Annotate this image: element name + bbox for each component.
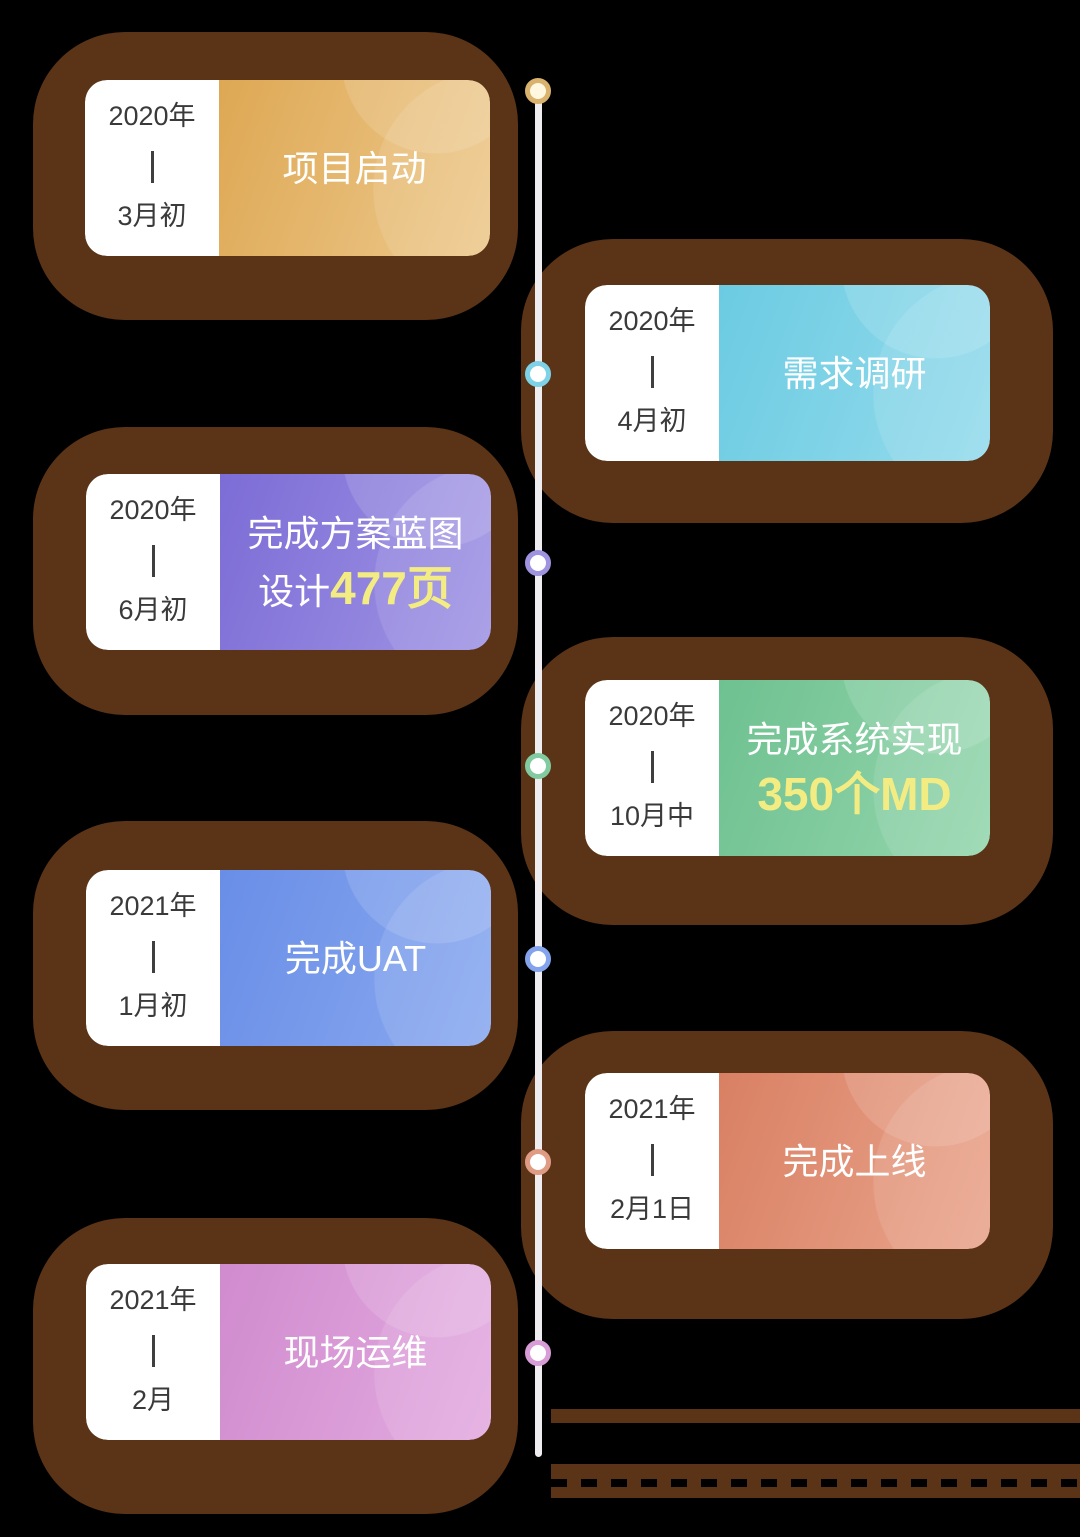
timeline-card-project-kickoff: 2020年 3月初 项目启动 [85, 80, 490, 256]
milestone-highlight: 477页 [330, 561, 453, 614]
milestone-text: 完成方案蓝图 [247, 506, 463, 561]
date-divider [150, 151, 154, 183]
milestone-text: 项目启动 [282, 141, 426, 196]
date-panel: 2020年 3月初 [85, 80, 219, 256]
milestone-panel: 完成方案蓝图 设计477页 [220, 474, 491, 650]
date-year: 2020年 [608, 306, 696, 336]
timeline-card-requirements-research: 2020年 4月初 需求调研 [585, 285, 990, 461]
date-panel: 2020年 6月初 [86, 474, 220, 650]
timeline-dot [525, 1149, 551, 1175]
date-year: 2020年 [608, 701, 696, 731]
milestone-panel: 现场运维 [220, 1264, 491, 1440]
timeline-dot [525, 361, 551, 387]
milestone-text: 现场运维 [283, 1325, 427, 1380]
date-divider [151, 545, 155, 577]
milestone-panel: 完成系统实现 350个MD [719, 680, 990, 856]
date-divider [650, 751, 654, 783]
date-value: 10月中 [609, 801, 695, 832]
timeline-dot [525, 1340, 551, 1366]
date-year: 2020年 [108, 101, 196, 131]
date-year: 2021年 [109, 1285, 197, 1315]
milestone-segment: 完成UAT [284, 937, 427, 979]
date-panel: 2021年 1月初 [86, 870, 220, 1046]
date-year: 2021年 [109, 891, 197, 921]
date-divider [151, 1335, 155, 1367]
date-divider [650, 1144, 654, 1176]
date-panel: 2021年 2月 [86, 1264, 220, 1440]
date-panel: 2020年 4月初 [585, 285, 719, 461]
milestone-highlight: 350个MD [757, 767, 952, 820]
milestone-panel: 需求调研 [719, 285, 990, 461]
milestone-segment: 完成系统实现 [746, 718, 963, 760]
timeline-dot [525, 550, 551, 576]
dashed-line [551, 1479, 1080, 1487]
timeline-dot [525, 753, 551, 779]
cutoff-strip [551, 1409, 1080, 1423]
milestone-segment: 需求调研 [782, 352, 927, 394]
date-value: 2月1日 [609, 1194, 695, 1225]
date-divider [151, 941, 155, 973]
date-value: 1月初 [118, 991, 188, 1022]
milestone-text: 完成上线 [782, 1134, 926, 1189]
date-panel: 2021年 2月1日 [585, 1073, 719, 1249]
milestone-panel: 项目启动 [219, 80, 490, 256]
milestone-text: 完成系统实现 [746, 712, 962, 767]
milestone-panel: 完成上线 [719, 1073, 990, 1249]
timeline-dot [525, 78, 551, 104]
milestone-text: 完成UAT [285, 931, 426, 986]
date-value: 3月初 [117, 201, 187, 232]
date-panel: 2020年 10月中 [585, 680, 719, 856]
milestone-segment: 完成方案蓝图 [247, 512, 464, 554]
date-value: 6月初 [118, 595, 188, 626]
milestone-segment: 现场运维 [283, 1331, 428, 1373]
milestone-segment: 完成上线 [782, 1140, 927, 1182]
milestone-text: 需求调研 [782, 346, 926, 401]
timeline-card-go-live: 2021年 2月1日 完成上线 [585, 1073, 990, 1249]
timeline-dot [525, 946, 551, 972]
cutoff-strip [551, 1464, 1080, 1498]
date-year: 2020年 [109, 495, 197, 525]
date-value: 4月初 [617, 406, 687, 437]
milestone-segment: 设计 [258, 570, 331, 612]
date-year: 2021年 [608, 1094, 696, 1124]
milestone-text: 设计477页 [258, 561, 453, 619]
timeline-card-system-implementation: 2020年 10月中 完成系统实现 350个MD [585, 680, 990, 856]
milestone-text: 350个MD [757, 767, 951, 825]
date-value: 2月 [131, 1385, 175, 1416]
timeline-card-blueprint-design: 2020年 6月初 完成方案蓝图 设计477页 [86, 474, 491, 650]
date-divider [650, 356, 654, 388]
timeline-card-uat-complete: 2021年 1月初 完成UAT [86, 870, 491, 1046]
timeline-card-onsite-operations: 2021年 2月 现场运维 [86, 1264, 491, 1440]
milestone-segment: 项目启动 [282, 147, 427, 189]
milestone-panel: 完成UAT [220, 870, 491, 1046]
